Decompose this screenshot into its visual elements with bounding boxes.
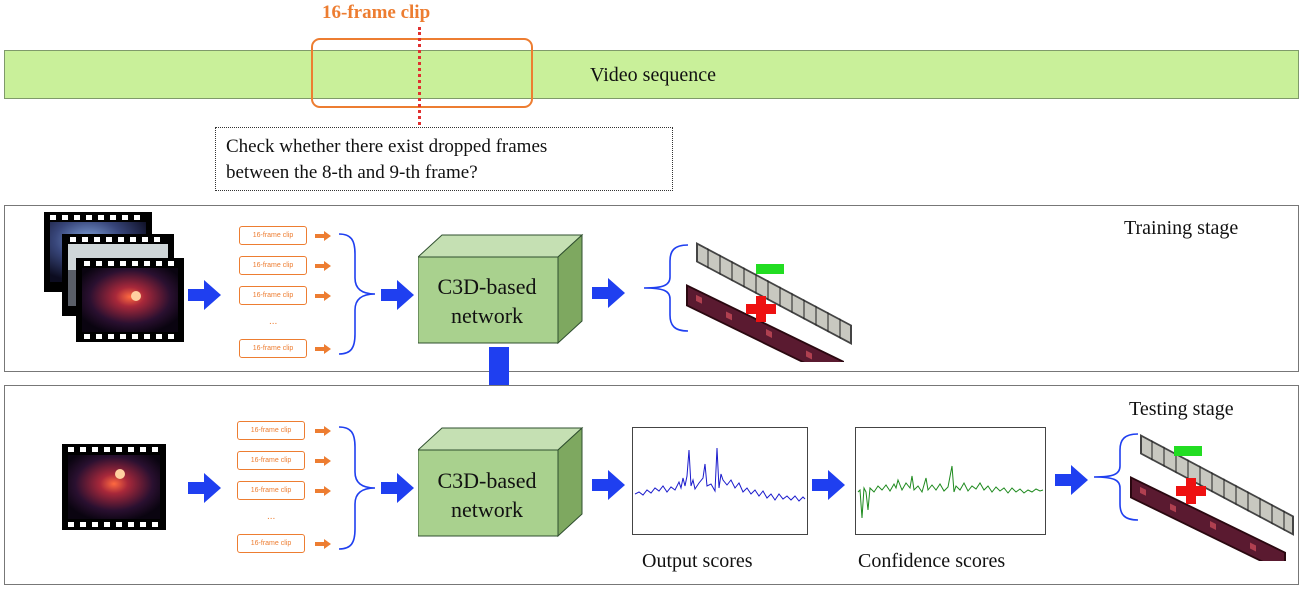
network-label-line-2: network (450, 497, 524, 522)
network-label-line-2: network (450, 303, 524, 328)
clip-item: 16-frame clip (239, 339, 307, 358)
question-line-2: between the 8-th and 9-th frame? (226, 162, 478, 183)
blue-arrow-icon (592, 470, 625, 500)
blue-arrow-icon (188, 473, 221, 503)
3d-cube-icon (418, 426, 584, 538)
dropped-frame-line (418, 27, 421, 125)
video-sequence-label: Video sequence (590, 64, 716, 86)
network-label: C3D-based network (422, 272, 552, 330)
orange-arrow-icon (315, 539, 331, 549)
clip-item: 16-frame clip (239, 286, 307, 305)
curly-brace-icon (338, 426, 376, 550)
curly-brace-icon (1093, 433, 1139, 521)
confidence-scores-line (857, 465, 1044, 519)
orange-arrow-icon (315, 231, 331, 241)
blue-arrow-icon (812, 470, 845, 500)
curly-brace-icon (643, 244, 689, 332)
testing-stage-label: Testing stage (1129, 398, 1234, 420)
3d-cube-icon (418, 233, 584, 345)
output-scores-caption: Output scores (642, 550, 753, 572)
film-strip-icon (44, 212, 184, 342)
film-strip-icon (62, 444, 166, 530)
confidence-scores-caption: Confidence scores (858, 550, 1006, 572)
clip-item: 16-frame clip (237, 451, 305, 470)
clip-window (311, 38, 533, 108)
curly-brace-icon (338, 233, 376, 355)
clip-ellipsis: ... (269, 316, 278, 327)
blue-arrow-icon (592, 278, 625, 308)
orange-arrow-icon (315, 486, 331, 496)
orange-arrow-icon (315, 261, 331, 271)
orange-arrow-icon (315, 426, 331, 436)
output-scores-line (634, 447, 806, 502)
clip-item: 16-frame clip (237, 534, 305, 553)
blue-arrow-icon (381, 280, 414, 310)
clip-item: 16-frame clip (239, 226, 307, 245)
clip-item: 16-frame clip (239, 256, 307, 275)
network-label-line-1: C3D-based (437, 468, 537, 493)
network-label-line-1: C3D-based (437, 274, 537, 299)
blue-arrow-icon (381, 473, 414, 503)
training-stage-label: Training stage (1124, 217, 1239, 239)
frame-stack-icon (1130, 434, 1294, 561)
clip-title: 16-frame clip (322, 2, 431, 23)
video-sequence-bar (4, 50, 1299, 99)
orange-arrow-icon (315, 344, 331, 354)
clip-ellipsis: ... (267, 511, 276, 522)
question-line-1: Check whether there exist dropped frames (226, 136, 548, 157)
blue-arrow-icon (1055, 465, 1088, 495)
frame-stack-icon (686, 242, 852, 362)
clip-item: 16-frame clip (237, 421, 305, 440)
orange-arrow-icon (315, 291, 331, 301)
network-label: C3D-based network (422, 466, 552, 524)
blue-arrow-icon (188, 280, 221, 310)
output-scores-plot (632, 427, 808, 535)
question-box: Check whether there exist dropped frames… (215, 127, 673, 191)
confidence-scores-plot (855, 427, 1046, 535)
orange-arrow-icon (315, 456, 331, 466)
clip-item: 16-frame clip (237, 481, 305, 500)
